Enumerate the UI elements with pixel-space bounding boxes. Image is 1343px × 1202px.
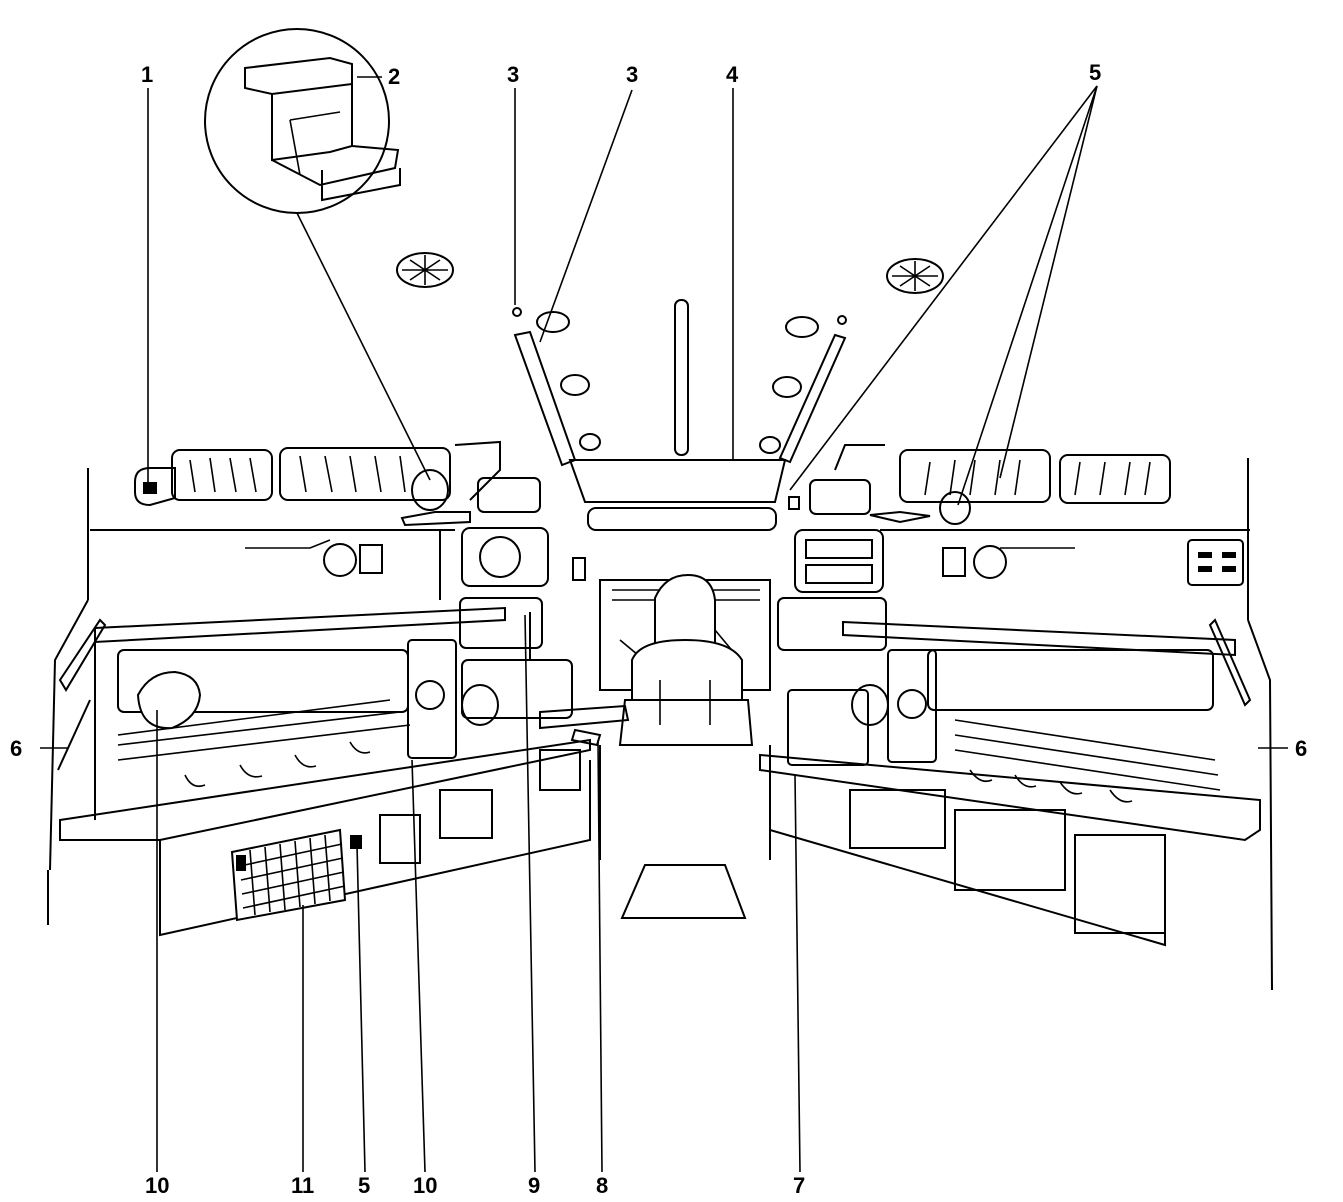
wall-cabinet-left [407,639,457,759]
callout-6-right: 6 [1295,736,1307,761]
strap-rail-right [778,333,847,464]
dome-light [772,376,802,398]
strap-rail-left [513,330,577,467]
dome-light [785,316,819,338]
callout-labels: 1 2 3 3 4 5 6 6 10 11 5 10 9 8 7 [10,60,1307,1198]
roof-panel [90,252,1250,531]
control-panel-right [794,529,884,593]
callout-4: 4 [726,62,739,87]
floor-hatch [620,864,747,919]
callout-1: 1 [141,62,153,87]
control-panel-left [461,527,549,587]
callout-8: 8 [596,1173,608,1198]
callout-9: 9 [528,1173,540,1198]
wall-switch-box [1187,539,1244,586]
left-upper-storage [134,440,541,527]
overhead-console [568,459,787,503]
roof-vent-left [396,252,454,288]
right-upper-storage [809,444,1171,525]
callout-11: 11 [291,1173,314,1198]
dome-light [560,374,590,396]
inset-detail-bracket [204,28,401,214]
floor [599,745,771,919]
leader-inset [296,212,431,481]
callout-7: 7 [793,1173,805,1198]
left-wall [47,468,586,925]
center-equipment [461,612,630,747]
callout-5-top: 5 [1089,60,1101,85]
callout-2: 2 [388,64,400,89]
callout-6-left: 6 [10,736,22,761]
callout-3-left: 3 [507,62,519,87]
roof-vent-right [886,258,944,294]
dome-light [759,436,781,454]
left-litter-rack [57,606,591,937]
right-litter-rack [759,618,1261,947]
dome-light [536,311,570,333]
center-ceiling-rail [674,299,689,456]
attendant-seat [618,573,754,746]
callout-5-bottom: 5 [358,1173,370,1198]
dome-light [579,433,601,451]
right-wall [794,458,1273,991]
equipment-grille-box [230,828,362,922]
callout-3-right: 3 [626,62,638,87]
callout-10-left: 10 [145,1173,169,1198]
leader-lines [40,76,1288,1173]
callout-10-center: 10 [413,1173,437,1198]
